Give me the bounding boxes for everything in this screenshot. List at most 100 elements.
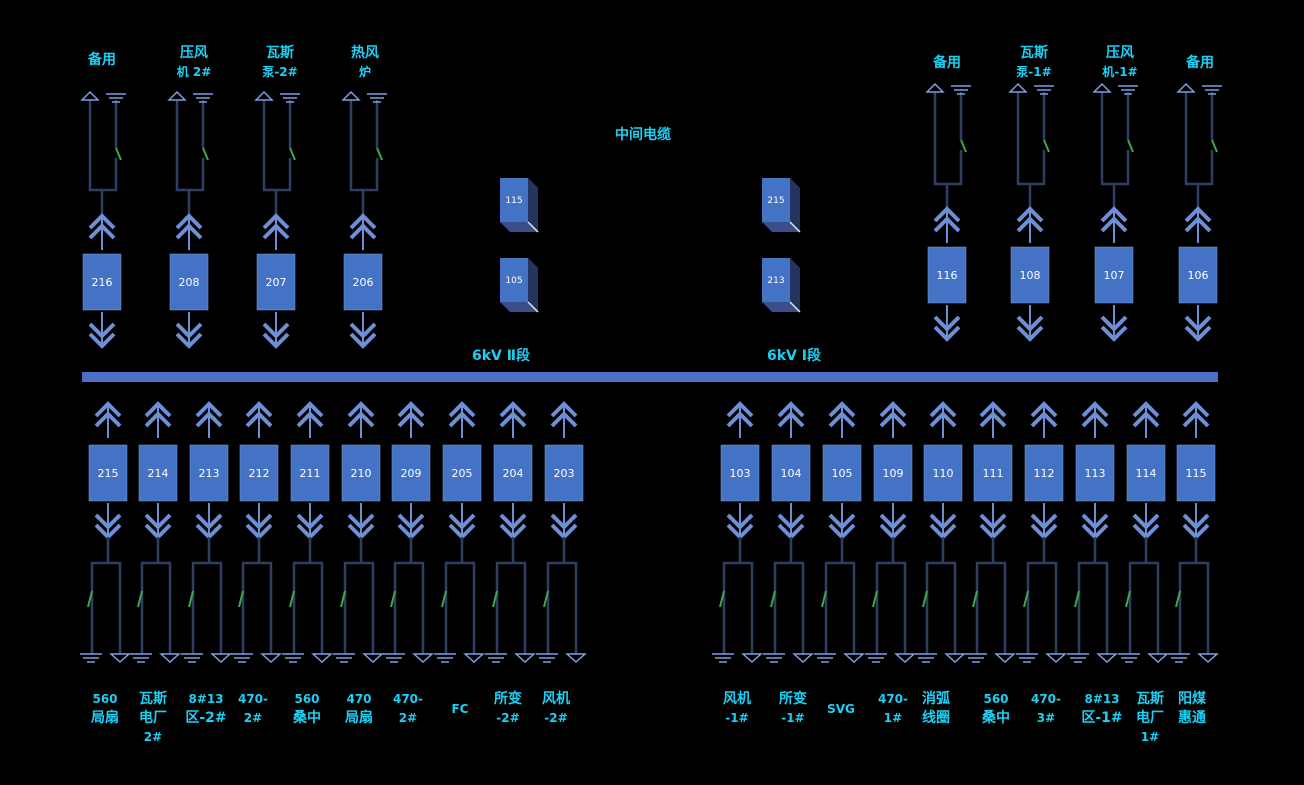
breaker-box [341, 444, 381, 502]
breaker-number: 206 [353, 276, 374, 289]
top-feeder-label-116: 备用 [917, 54, 977, 73]
contact-arrow [1100, 325, 1128, 342]
breaker-number: 216 [92, 276, 113, 289]
breaker-box [442, 444, 482, 502]
cable-head [254, 90, 274, 101]
box-side [528, 258, 538, 312]
breaker-box [138, 444, 178, 502]
box-side [528, 178, 538, 232]
label-line: 压风 [180, 45, 208, 61]
cable-head [925, 82, 945, 93]
contact-arrow [499, 513, 527, 530]
cable-head [167, 90, 187, 101]
disconnect-switch [972, 590, 978, 608]
bottom-feeder-109: 109 [865, 401, 916, 664]
feeder-loop [925, 561, 957, 654]
bottom-feeder-104: 104 [763, 401, 814, 664]
contact-arrow [262, 322, 290, 339]
label-line: 1# [883, 711, 903, 725]
breaker-box [873, 444, 913, 502]
top-feeder-116: 116 [925, 82, 971, 342]
bottom-feeder-label-105: SVG [811, 700, 871, 719]
top-feeder-label-207: 瓦斯泵-2# [250, 44, 310, 82]
breaker-box [391, 444, 431, 502]
disconnect-switch [1125, 590, 1131, 608]
cable-head [1045, 653, 1067, 664]
cable-head [463, 653, 485, 664]
box-number: 213 [767, 276, 784, 286]
label-line: 局扇 [91, 710, 119, 726]
breaker-number: 107 [1104, 269, 1125, 282]
feeder-loop [444, 561, 476, 654]
box-side [790, 258, 800, 312]
label-line: 压风 [1106, 45, 1134, 61]
contact-arrow [88, 322, 116, 339]
disconnect-switch [188, 590, 194, 608]
label-line: 瓦斯 [266, 45, 294, 61]
label-line: 区-2# [185, 710, 227, 726]
contact-arrow [349, 322, 377, 339]
label-line: 2# [243, 711, 263, 725]
top-feeder-label-208: 压风机 2# [164, 44, 224, 82]
disconnect-switch [1023, 590, 1029, 608]
feeder-loop [343, 561, 375, 654]
label-line: 瓦斯 [1020, 45, 1048, 61]
box-edge [527, 301, 539, 313]
cable-head [341, 90, 361, 101]
cable-head [159, 653, 181, 664]
bottom-feeder-label-209: 470-2# [378, 690, 438, 728]
contact-arrow [1182, 513, 1210, 530]
label-line: 电厂 [1136, 710, 1164, 726]
breaker-box [169, 253, 209, 311]
top-feeder-label-216: 备用 [72, 51, 132, 70]
breaker-number: 212 [249, 467, 270, 480]
disconnect-switch [960, 139, 967, 153]
breaker-box [1024, 444, 1064, 502]
breaker-box [256, 253, 296, 311]
label-line: 局扇 [345, 710, 373, 726]
feeder-loop [1026, 561, 1058, 654]
contact-arrow [1016, 315, 1044, 332]
breaker-box [923, 444, 963, 502]
feeder-loop [90, 561, 122, 654]
bottom-feeder-label-109: 470-1# [863, 690, 923, 728]
breaker-number: 103 [730, 467, 751, 480]
disconnect-switch [719, 590, 725, 608]
contact-arrow [1184, 315, 1212, 332]
top-feeder-label-107: 压风机-1# [1090, 44, 1150, 82]
box-edge [789, 221, 801, 233]
breaker-box [1010, 246, 1050, 304]
top-feeder-108: 108 [1008, 82, 1054, 342]
bottom-feeder-115: 115 [1168, 401, 1219, 664]
cable-head [514, 653, 536, 664]
label-line: -2# [544, 711, 568, 725]
feeder-loop [1100, 92, 1130, 186]
contact-arrow [245, 513, 273, 530]
contact-arrow [550, 513, 578, 530]
box-number: 115 [505, 196, 522, 206]
contact-arrow [296, 513, 324, 530]
cable-box-105: 105 [500, 258, 539, 313]
bottom-feeder-211: 211 [282, 401, 333, 664]
cable-head [741, 653, 763, 664]
breaker-box [1126, 444, 1166, 502]
label-line: 机 2# [176, 65, 212, 79]
breaker-number: 209 [401, 467, 422, 480]
disconnect-switch [543, 590, 549, 608]
breaker-box [1075, 444, 1115, 502]
feeder-loop [1184, 92, 1214, 186]
cable-head [565, 653, 587, 664]
contact-arrow [448, 513, 476, 530]
cable-head [311, 653, 333, 664]
contact-arrow [777, 513, 805, 530]
label-line: 560 [294, 692, 320, 706]
contact-arrow [262, 332, 290, 349]
label-line: 2# [143, 730, 163, 744]
bottom-feeder-203: 203 [536, 401, 587, 664]
box-face [500, 258, 528, 302]
label-line: 机-1# [1102, 65, 1138, 79]
disconnect-switch [1074, 590, 1080, 608]
